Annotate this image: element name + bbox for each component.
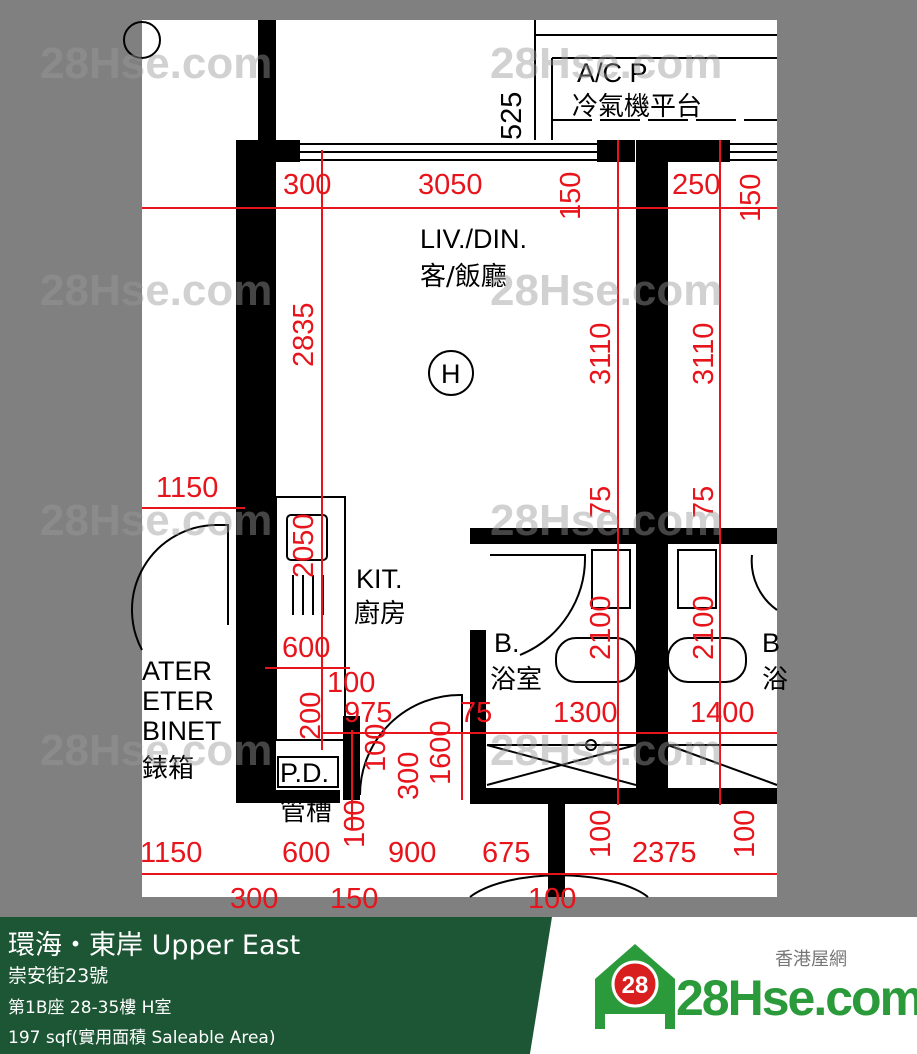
dim-label: 300: [283, 169, 331, 201]
dim-label: 150: [735, 174, 767, 222]
watermark: 28Hse.com: [40, 266, 272, 315]
dim-label: 100: [339, 800, 371, 848]
pipe-duct-label: P.D.: [280, 758, 329, 788]
house-logo-icon: 28: [595, 944, 675, 1029]
ac-platform-label-cn: 冷氣機平台: [572, 92, 702, 122]
dim-label: 150: [330, 883, 378, 915]
dim-label: 975: [344, 697, 392, 729]
info-panel: 環海・東岸 Upper East 崇安街23號 第1B座 28-35樓 H室 1…: [0, 917, 552, 1054]
dim-label: 200: [295, 692, 327, 740]
bathroom-label: B.: [494, 628, 520, 658]
dim-label: 1300: [553, 697, 618, 729]
dim-label: 100: [528, 883, 576, 915]
info-banner: 環海・東岸 Upper East 崇安街23號 第1B座 28-35樓 H室 1…: [0, 917, 917, 1054]
dimension-lines: [142, 140, 777, 875]
logo-name: 28Hse.com: [676, 970, 917, 1026]
dim-label: 250: [672, 169, 720, 201]
dim-label: 900: [388, 837, 436, 869]
living-dining-label: LIV./DIN.: [420, 224, 527, 254]
dim-label: 3050: [418, 169, 483, 201]
watermark: 28Hse.com: [490, 266, 722, 315]
kitchen-label-cn: 廚房: [354, 599, 406, 629]
dim-label: 1400: [690, 697, 755, 729]
watermark: 28Hse.com: [490, 496, 722, 545]
dim-label: 2050: [288, 513, 320, 578]
meter-cabinet-label: ETER: [142, 686, 214, 716]
dim-label: 100: [585, 810, 617, 858]
saleable-area: 197 sqf(實用面積 Saleable Area): [8, 1028, 276, 1048]
living-dining-label-cn: 客/飯廳: [420, 262, 507, 292]
dim-label: 1600: [425, 720, 457, 785]
bathroom2-label: B: [762, 628, 780, 658]
walls: [236, 20, 777, 897]
dim-label: 600: [282, 632, 330, 664]
floor-plan: 300 3050 150 250 150 525 2835 3110 3110 …: [40, 20, 788, 915]
dim-label: 3110: [585, 323, 617, 385]
room-labels: LIV./DIN. 客/飯廳 H KIT. 廚房 B. 浴室 P.D. 管槽 A…: [142, 58, 788, 827]
meter-cabinet-label-cn: 錶箱: [142, 754, 194, 784]
estate-title: 環海・東岸 Upper East: [8, 930, 301, 961]
dim-label: 2100: [688, 595, 720, 660]
dim-label: 525: [496, 92, 528, 140]
watermarks: 28Hse.com 28Hse.com 28Hse.com 28Hse.com …: [40, 39, 722, 775]
dim-label: 100: [360, 724, 392, 772]
bathroom-label-cn: 浴室: [490, 665, 542, 695]
unit-letter: H: [441, 359, 461, 389]
dim-label: 2375: [632, 837, 697, 869]
dim-label: 1150: [140, 837, 202, 869]
dim-label: 3110: [688, 323, 720, 385]
logo-chinese-name: 香港屋網: [775, 949, 847, 970]
ac-platform-label: A/C P: [577, 58, 648, 88]
watermark: 28Hse.com: [40, 496, 272, 545]
meter-cabinet-label: ATER: [142, 656, 212, 686]
dim-label: 1150: [156, 472, 218, 504]
unit-info: 第1B座 28-35樓 H室: [8, 998, 172, 1018]
dim-label: 75: [460, 697, 492, 729]
watermark: 28Hse.com: [40, 726, 272, 775]
dim-label: 75: [585, 486, 617, 518]
dim-label: 75: [688, 486, 720, 518]
pipe-duct-label-cn: 管槽: [280, 797, 332, 827]
watermark: 28Hse.com: [490, 39, 722, 88]
dim-label: 100: [729, 810, 761, 858]
kitchen-label: KIT.: [356, 564, 403, 594]
dim-label: 2835: [288, 302, 320, 367]
dim-label: 100: [327, 667, 375, 699]
dim-label: 150: [555, 172, 587, 220]
dim-label: 300: [230, 883, 278, 915]
logo-badge: 28: [622, 972, 649, 999]
dim-label: 2100: [585, 595, 617, 660]
watermark: 28Hse.com: [40, 39, 272, 88]
fixtures: [123, 20, 778, 898]
watermark: 28Hse.com: [490, 726, 722, 775]
meter-cabinet-label: BINET: [142, 716, 222, 746]
dim-label: 300: [393, 752, 425, 800]
dimension-labels: 300 3050 150 250 150 525 2835 3110 3110 …: [140, 92, 767, 915]
bathroom2-label-cn: 浴: [762, 665, 788, 695]
address: 崇安街23號: [8, 965, 109, 987]
dim-label: 600: [282, 837, 330, 869]
dim-label: 675: [482, 837, 530, 869]
